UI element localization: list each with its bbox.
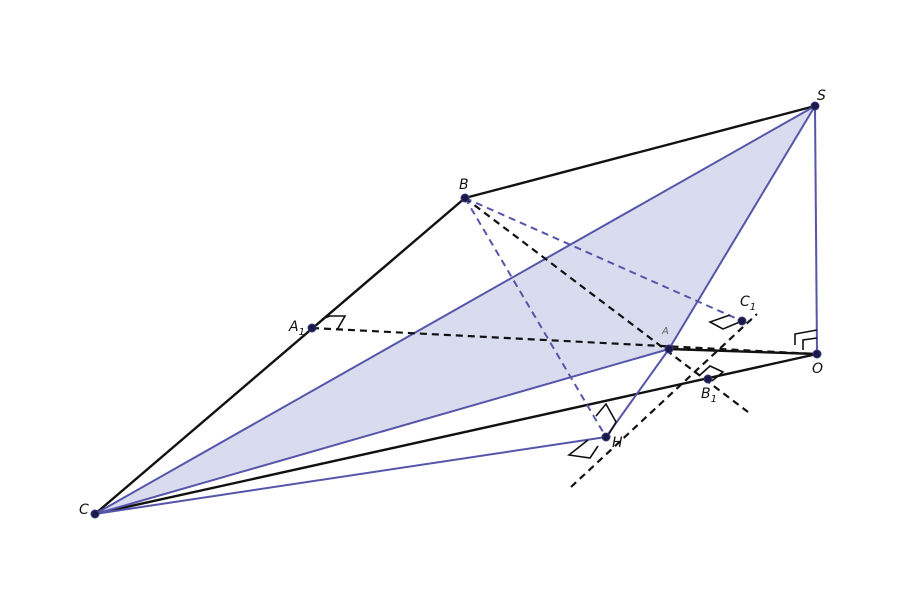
labels: S B C1 A1 A O B1 H C <box>79 88 826 518</box>
label-A: A <box>661 326 669 337</box>
points <box>90 101 822 519</box>
label-A1: A1 <box>288 319 305 338</box>
blue-edges <box>94 105 818 515</box>
line-B-C1 <box>464 197 743 322</box>
line-A1-O <box>311 326 818 356</box>
right-angle-B1-icon <box>699 365 725 382</box>
point-B1 <box>703 374 713 384</box>
line-through-A-and-C1 <box>570 313 758 488</box>
point-A1 <box>307 323 317 333</box>
edge-CB <box>94 197 466 515</box>
line-B-H <box>464 197 607 438</box>
point-C <box>90 509 100 519</box>
edge-SA <box>668 105 816 350</box>
label-B: B <box>459 177 469 193</box>
black-dashed-lines <box>311 197 818 488</box>
edge-SC <box>94 105 816 515</box>
right-angle-O-icon <box>794 329 818 345</box>
right-angle-H-upper-icon <box>595 402 617 435</box>
point-O <box>812 349 822 359</box>
label-B1: B1 <box>701 386 717 405</box>
right-angle-C1-icon <box>708 314 743 330</box>
label-C1: C1 <box>740 294 756 313</box>
label-S: S <box>817 88 826 104</box>
right-angle-A1-icon <box>321 315 347 331</box>
right-angle-H-lower-icon <box>567 439 599 459</box>
label-C: C <box>79 502 89 518</box>
edge-CO <box>94 352 818 516</box>
right-angle-O-inner-icon <box>802 337 818 350</box>
label-O: O <box>812 361 823 377</box>
edge-CH <box>94 436 607 515</box>
black-edges <box>94 104 818 516</box>
right-angle-markers <box>321 314 818 459</box>
edge-BS <box>464 104 816 200</box>
point-B <box>460 193 470 203</box>
edge-SO <box>814 105 818 355</box>
point-S <box>810 101 820 111</box>
label-H: H <box>612 435 623 451</box>
edge-AC <box>94 348 670 515</box>
point-C1 <box>737 316 747 326</box>
blue-dashed-lines <box>464 197 743 438</box>
point-H <box>601 432 611 442</box>
point-A <box>664 344 674 354</box>
